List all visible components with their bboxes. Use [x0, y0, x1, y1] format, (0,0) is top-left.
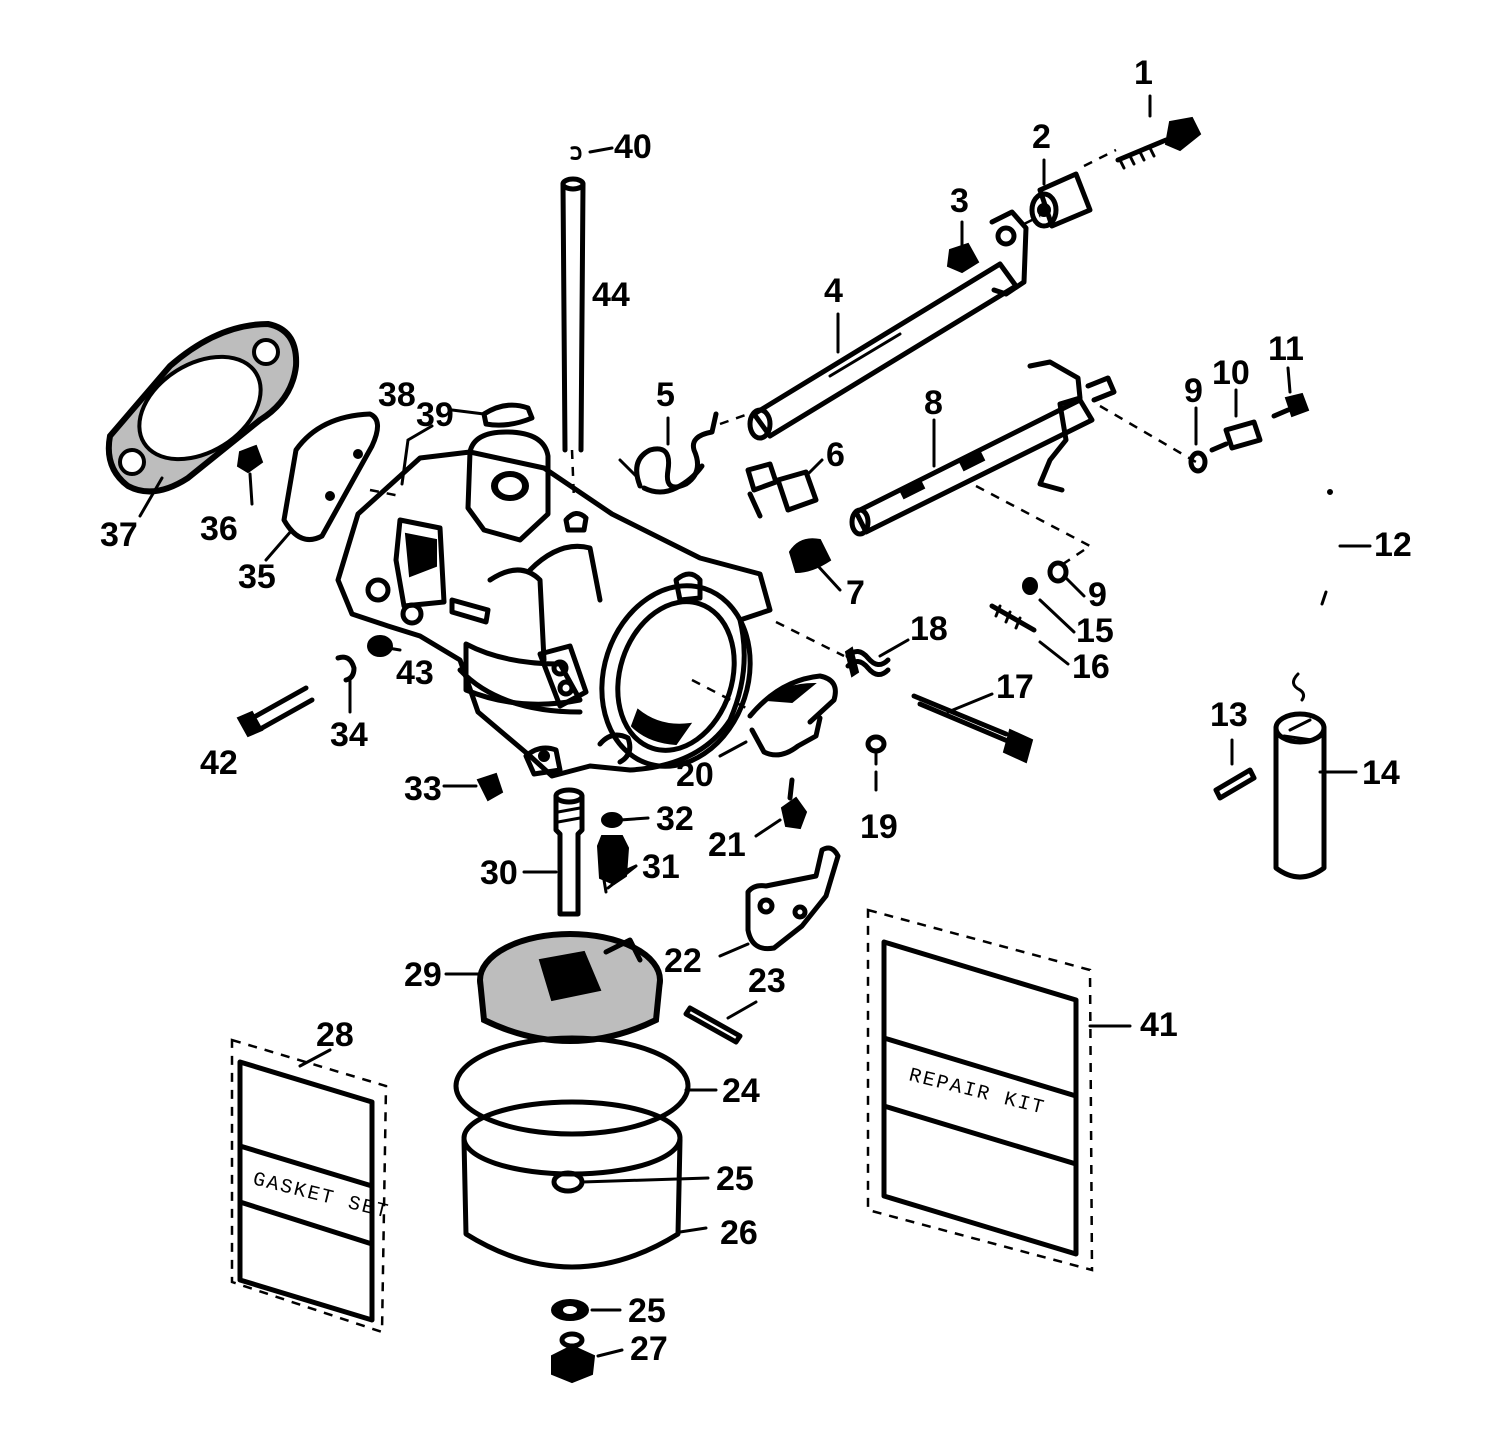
callout-20: 20	[676, 756, 714, 794]
part-carburetor-body	[335, 429, 773, 779]
callout-30: 30	[480, 854, 518, 892]
part-34-clip	[335, 654, 357, 704]
part-24-gasket	[453, 1035, 691, 1137]
part-30-jet	[553, 787, 585, 917]
callout-19: 19	[860, 808, 898, 846]
part-13-pin	[1213, 767, 1257, 801]
callout-22: 22	[664, 942, 702, 980]
callout-24: 24	[722, 1072, 760, 1110]
callout-15: 15	[1076, 612, 1114, 650]
part-39-plug	[481, 402, 535, 428]
part-15-washer	[1022, 577, 1038, 595]
part-19-pin	[865, 734, 887, 766]
callout-labels: 1 2 3 4 5 6 7 8 9 10 11 12 9 15 16 18 17…	[100, 54, 1412, 1368]
callout-18: 18	[910, 610, 948, 648]
part-33-screw	[476, 772, 504, 802]
callout-26: 26	[720, 1214, 758, 1252]
part-16-spring	[989, 603, 1037, 633]
part-37-gasket	[105, 320, 300, 495]
part-10-needle	[1209, 419, 1263, 453]
part-41-repair-kit	[866, 908, 1094, 1272]
callout-4: 4	[824, 272, 843, 310]
callout-9-mid: 9	[1088, 576, 1107, 614]
callout-7: 7	[846, 574, 865, 612]
leader-lines	[138, 94, 1372, 1358]
part-35-plate	[281, 411, 380, 542]
callout-2: 2	[1032, 118, 1051, 156]
part-12-pin	[1320, 489, 1333, 606]
callout-13: 13	[1210, 696, 1248, 734]
callout-43: 43	[396, 654, 434, 692]
callout-12: 12	[1374, 526, 1412, 564]
callout-37: 37	[100, 516, 138, 554]
callout-9-top: 9	[1184, 372, 1203, 410]
callout-16: 16	[1072, 648, 1110, 686]
part-43-plug	[367, 635, 393, 657]
part-27-drain-screw	[551, 1331, 596, 1384]
part-5-spring	[618, 411, 719, 495]
part-29-float	[477, 931, 663, 1044]
callout-35: 35	[238, 558, 276, 596]
callout-42: 42	[200, 744, 238, 782]
part-44-rod	[560, 176, 586, 453]
part-23-pin	[683, 1005, 743, 1045]
callout-5: 5	[656, 376, 675, 414]
part-9-washer-top	[1188, 450, 1208, 474]
callout-14: 14	[1362, 754, 1400, 792]
repair-kit-label: REPAIR KIT	[906, 1064, 1047, 1120]
callout-32: 32	[656, 800, 694, 838]
callout-25-inner: 25	[716, 1160, 754, 1198]
callout-41: 41	[1140, 1006, 1178, 1044]
callout-36: 36	[200, 510, 238, 548]
callout-39: 39	[416, 396, 454, 434]
part-1-screw	[1115, 116, 1202, 170]
callout-21: 21	[708, 826, 746, 864]
part-4-shaft	[747, 261, 1019, 441]
callout-33: 33	[404, 770, 442, 808]
part-42-screw	[236, 685, 315, 738]
part-14-float	[1273, 672, 1327, 880]
callout-10: 10	[1212, 354, 1250, 392]
part-6-fitting	[745, 461, 819, 519]
part-22-bracket	[745, 845, 841, 952]
callout-31: 31	[642, 848, 680, 886]
part-2-bushing	[1029, 171, 1093, 229]
callout-27: 27	[630, 1330, 668, 1368]
part-40-clip	[570, 146, 582, 160]
callout-40: 40	[614, 128, 652, 166]
callout-11: 11	[1268, 330, 1304, 368]
callout-25-bottom: 25	[628, 1292, 666, 1330]
assembly-lines	[369, 148, 1197, 712]
part-21-clip	[780, 777, 808, 830]
callout-29: 29	[404, 956, 442, 994]
callout-17: 17	[996, 668, 1034, 706]
callout-23: 23	[748, 962, 786, 1000]
callout-6: 6	[826, 436, 845, 474]
part-18-spring	[844, 646, 891, 678]
part-9-washer-mid	[1047, 560, 1069, 584]
part-36-screw	[236, 444, 264, 474]
part-8-throttle-shaft	[849, 359, 1117, 537]
part-28-gasket-set	[230, 1038, 388, 1334]
callout-44: 44	[592, 276, 630, 314]
callout-38: 38	[378, 376, 416, 414]
part-11-screw	[1271, 392, 1310, 419]
part-20-float	[747, 673, 838, 758]
part-26-bowl	[461, 1099, 683, 1270]
part-17-screw	[911, 693, 1034, 764]
part-25-washer-bottom	[551, 1299, 589, 1321]
callout-1: 1	[1134, 54, 1153, 92]
callout-3: 3	[950, 182, 969, 220]
callout-34: 34	[330, 716, 368, 754]
callout-8: 8	[924, 384, 943, 422]
part-7-clip	[788, 538, 832, 574]
callout-28: 28	[316, 1016, 354, 1054]
